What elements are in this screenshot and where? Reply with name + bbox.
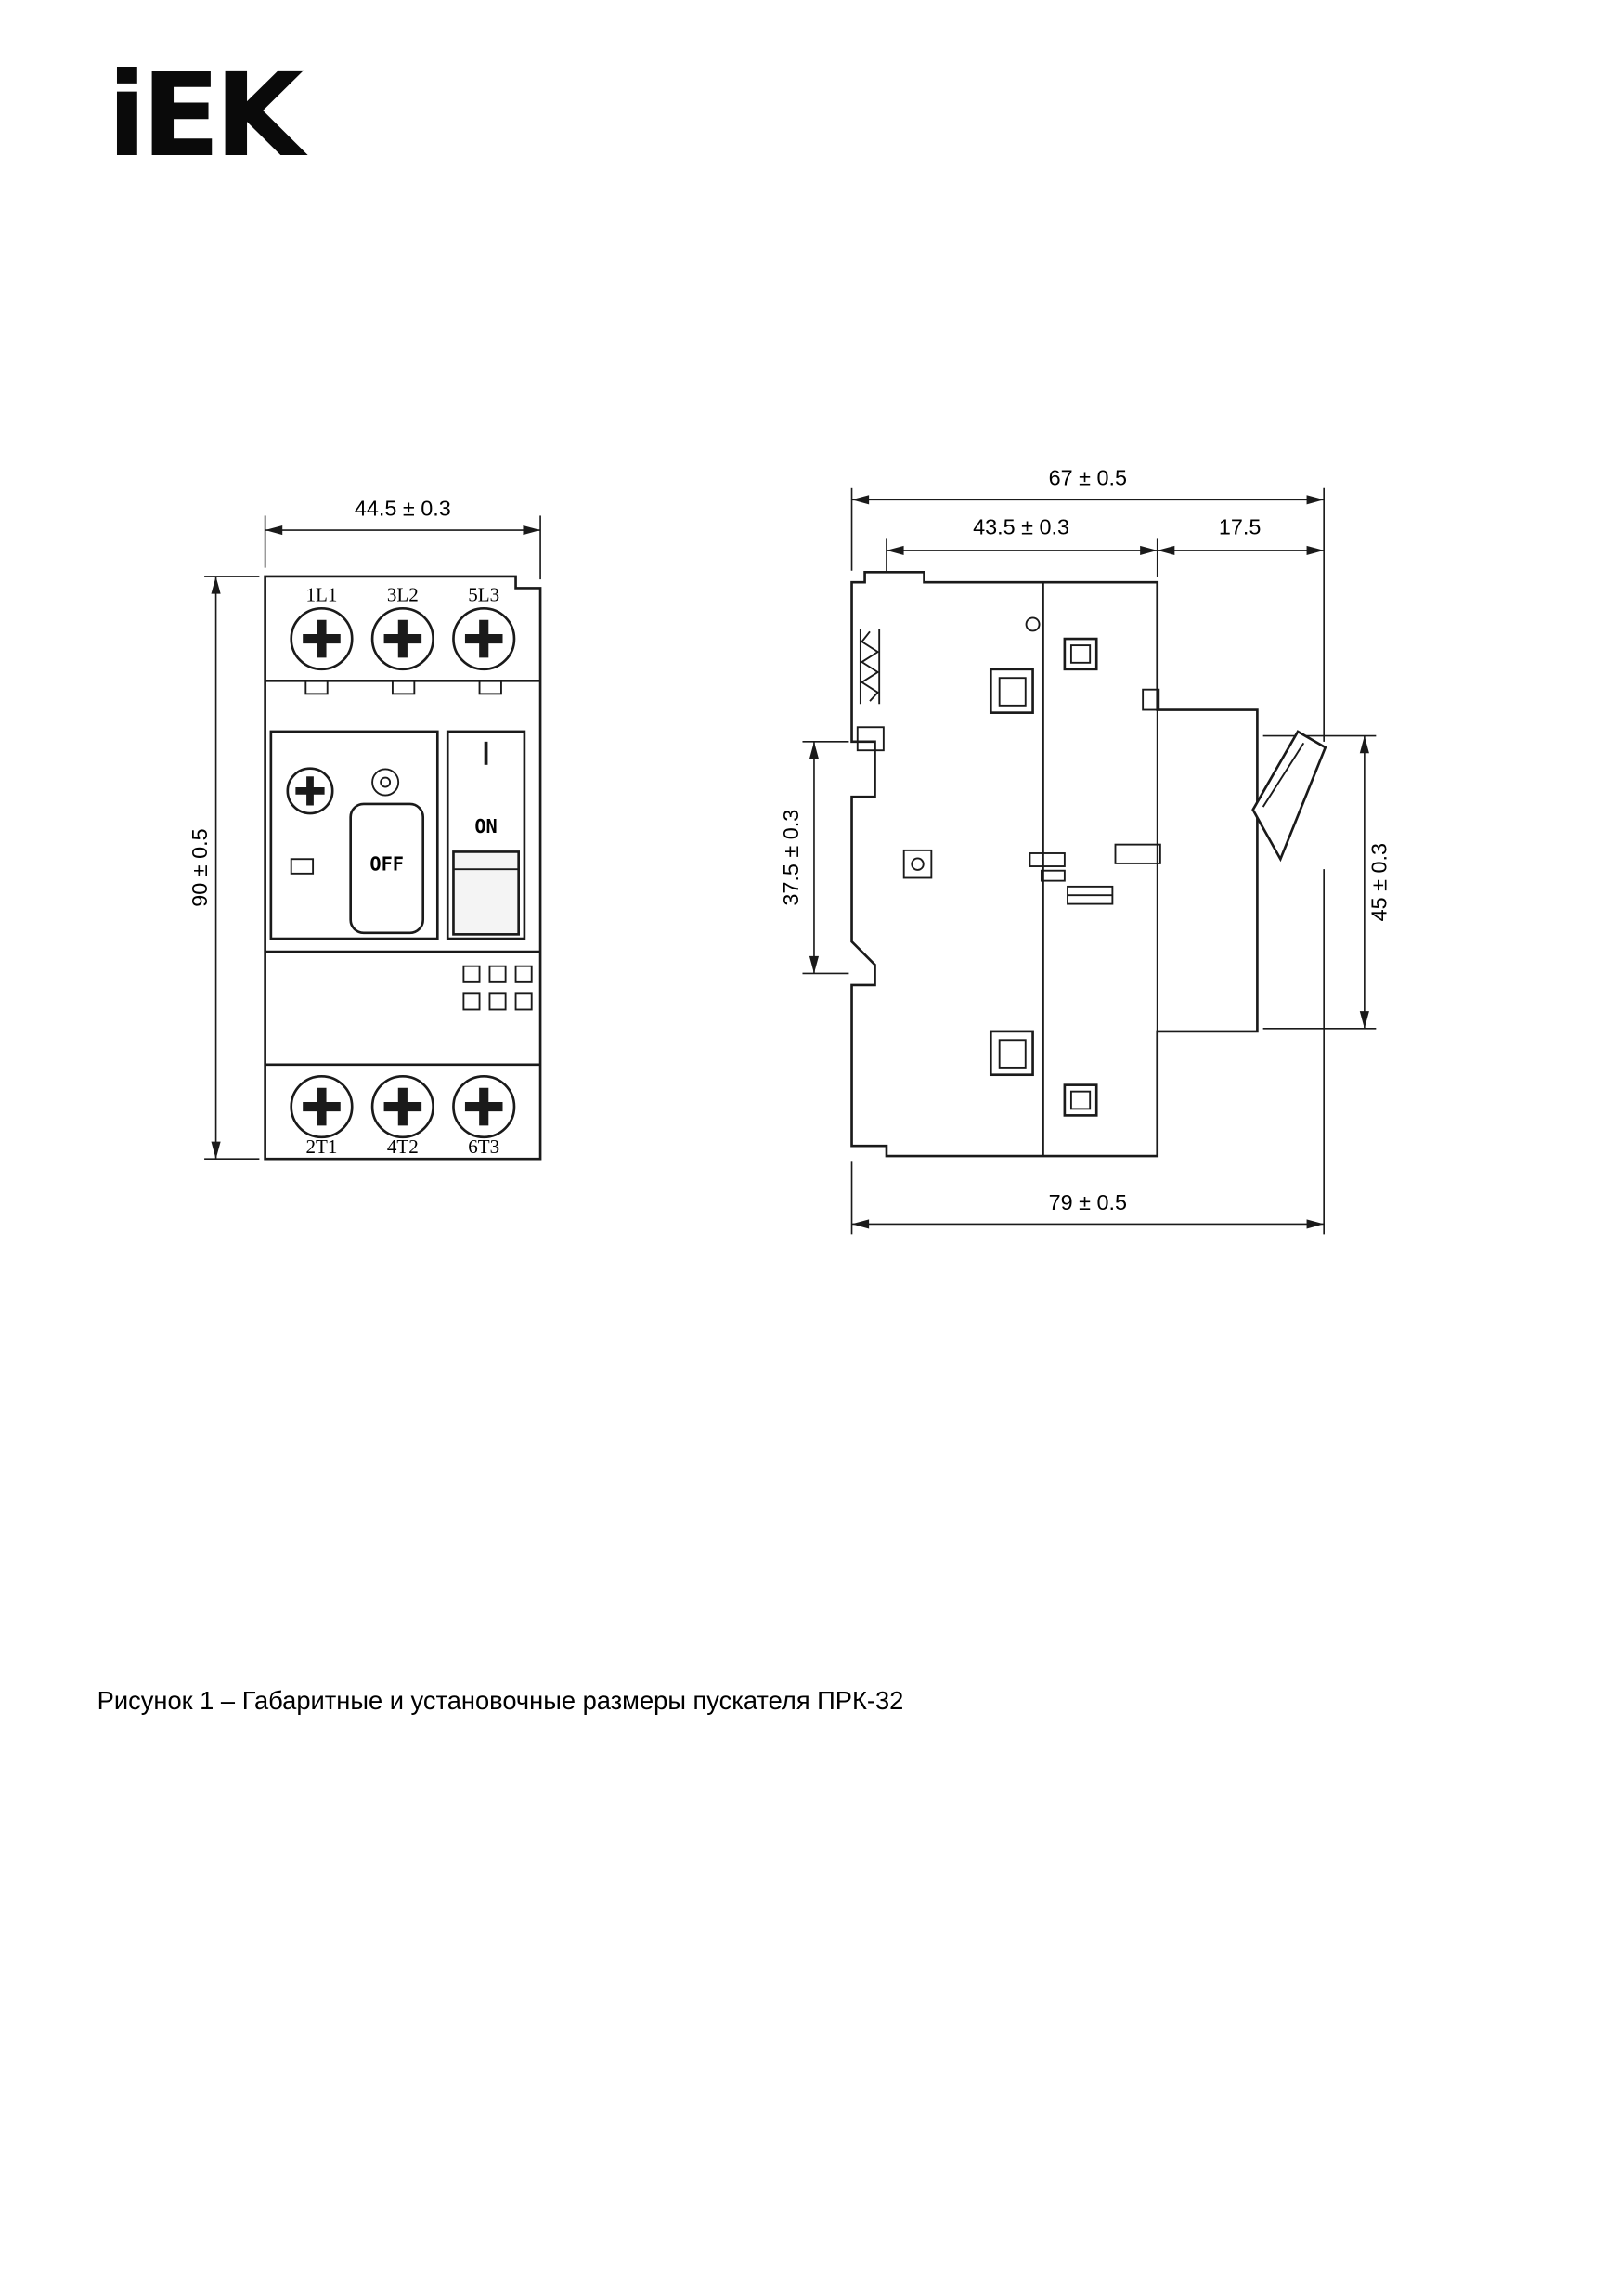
toggle-handle — [452, 850, 520, 936]
bottom-terminal-screws — [290, 1074, 516, 1139]
side-front-height-label: 45 ± 0.3 — [1366, 843, 1391, 921]
side-toggle-lever — [1251, 730, 1327, 863]
front-width-dimension: 44.5 ± 0.3 — [264, 496, 541, 580]
side-body-depth-dimension: 43.5 ± 0.3 17.5 — [886, 515, 1325, 627]
front-notch — [1142, 688, 1160, 711]
iek-logo: iEK — [108, 48, 309, 183]
pivot-hole — [1025, 616, 1041, 632]
side-din-rail-dimension: 37.5 ± 0.3 — [779, 741, 849, 975]
figure-caption: Рисунок 1 – Габаритные и установочные ра… — [97, 1686, 904, 1715]
top-aux-contact — [1063, 637, 1098, 671]
test-window — [290, 858, 315, 875]
latch-detail — [1029, 852, 1066, 882]
control-panel: OFF — [269, 730, 439, 940]
accessory-windows — [462, 965, 533, 1011]
on-button-label: ON — [474, 815, 497, 837]
din-clip-spring — [856, 629, 885, 752]
vent-slot-lower — [1067, 885, 1114, 905]
front-view: 44.5 ± 0.3 90 ± 0.5 1L1 3L2 5L3 — [188, 496, 542, 1161]
terminal-label-5l3: 5L3 — [468, 584, 499, 606]
front-height-label: 90 ± 0.5 — [188, 828, 212, 906]
side-overall-depth-dimension: 67 ± 0.5 — [850, 466, 1325, 742]
side-front-height-dimension: 45 ± 0.3 — [1262, 734, 1391, 1030]
front-device-body — [264, 575, 542, 1161]
on-toggle: ON — [446, 730, 526, 940]
mid-mount-hole — [902, 849, 933, 879]
side-view: 67 ± 0.5 43.5 ± 0.3 17.5 37.5 ± 0.3 45 ±… — [779, 466, 1391, 1235]
off-button — [349, 802, 425, 935]
front-height-dimension: 90 ± 0.5 — [188, 576, 260, 1161]
side-protrusion-label: 17.5 — [1219, 515, 1262, 539]
side-body-depth-label: 43.5 ± 0.3 — [973, 515, 1069, 539]
terminal-label-3l2: 3L2 — [387, 584, 419, 606]
side-total-depth-label: 79 ± 0.5 — [1049, 1190, 1127, 1214]
front-width-label: 44.5 ± 0.3 — [355, 496, 451, 520]
bottom-aux-contact — [1063, 1083, 1098, 1117]
top-clamp-terminal — [989, 668, 1034, 714]
vent-slot-upper — [1114, 843, 1161, 864]
bottom-clamp-terminal — [989, 1030, 1034, 1077]
side-total-depth-dimension: 79 ± 0.5 — [850, 869, 1325, 1235]
side-overall-depth-label: 67 ± 0.5 — [1049, 466, 1127, 490]
side-profile — [850, 570, 1259, 1158]
terminal-label-1l1: 1L1 — [306, 584, 338, 606]
off-button-label: OFF — [369, 853, 404, 876]
terminal-label-6t3: 6T3 — [468, 1135, 499, 1158]
top-terminal-screws — [290, 606, 516, 671]
terminal-label-2t1: 2T1 — [306, 1135, 338, 1158]
terminal-label-4t2: 4T2 — [387, 1135, 419, 1158]
side-din-rail-label: 37.5 ± 0.3 — [779, 810, 803, 906]
reset-button — [371, 768, 400, 797]
